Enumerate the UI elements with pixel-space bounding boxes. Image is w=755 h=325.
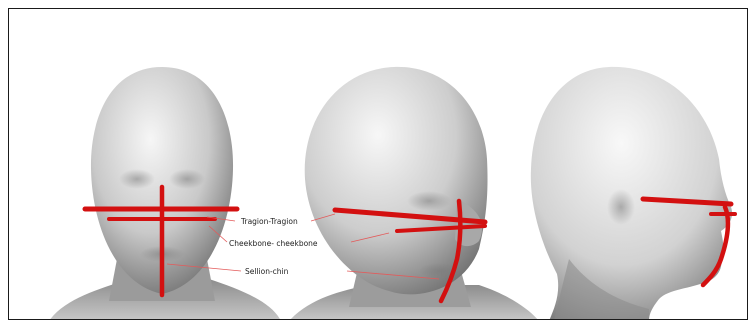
side-view-head — [531, 67, 732, 320]
front-left-eye-shade — [119, 169, 155, 189]
three-quarter-eye-shade — [407, 191, 451, 211]
cheekbone-label: Cheekbone- cheekbone — [229, 239, 318, 248]
front-right-eye-shade — [169, 169, 205, 189]
side-ear-shade — [607, 189, 635, 225]
tragion-label: Tragion-Tragion — [240, 217, 298, 226]
sellion-chin-label: Sellion-chin — [245, 267, 289, 276]
three-quarter-head-shape — [305, 67, 488, 294]
front-view-head — [49, 67, 281, 320]
head-measurement-illustration: Tragion-Tragion Cheekbone- cheekbone Sel… — [9, 9, 748, 320]
side-head-shape — [531, 67, 732, 320]
three-quarter-view-head — [289, 67, 539, 320]
figure-frame: Tragion-Tragion Cheekbone- cheekbone Sel… — [8, 8, 748, 320]
